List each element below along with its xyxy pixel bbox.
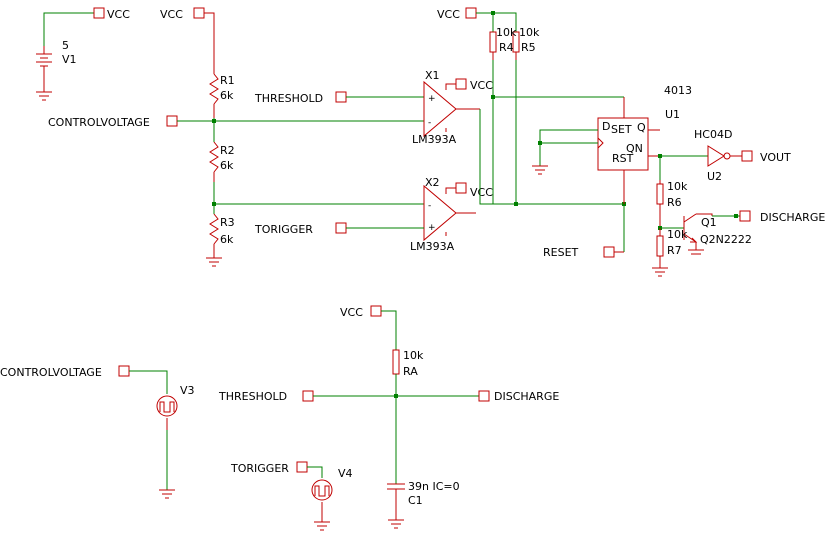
timing-threshold-label: THRESHOLD	[218, 390, 287, 403]
u2-ref: U2	[707, 170, 722, 183]
ra-value: 10k	[403, 349, 424, 362]
x1-vcc-label: VCC	[470, 79, 493, 92]
x1-ref: X1	[425, 69, 440, 82]
vout-label: VOUT	[760, 151, 791, 164]
u1-model: 4013	[664, 84, 692, 97]
inverter-u2	[707, 145, 753, 167]
q1-ref: Q1	[701, 216, 717, 229]
c1-ref: C1	[408, 494, 423, 507]
r6-value: 10k	[667, 180, 688, 193]
discharge-label: DISCHARGE	[760, 211, 825, 224]
u1-pin-rst: RST	[612, 152, 634, 165]
v4-torigger-label: TORIGGER	[230, 462, 289, 475]
svg-text:+: +	[428, 223, 436, 233]
r2-ref: R2	[220, 144, 235, 157]
pullup-vcc-label: VCC	[437, 8, 460, 21]
x1-model: LM393A	[412, 133, 457, 146]
r5-ref: R5	[521, 41, 536, 54]
v3-controlvoltage-label: CONTROLVOLTAGE	[0, 366, 102, 379]
timing-network	[302, 305, 490, 529]
v1-ref: V1	[62, 53, 77, 66]
timing-discharge-label: DISCHARGE	[494, 390, 559, 403]
q1-model: Q2N2222	[700, 233, 752, 246]
r4-ref: R4	[499, 41, 514, 54]
r6-ref: R6	[667, 196, 682, 209]
r7-value: 10k	[667, 228, 688, 241]
u1-pin-set: SET	[611, 123, 632, 136]
r7-ref: R7	[667, 244, 682, 257]
u1-ref: U1	[665, 108, 680, 121]
r4-value: 10k	[496, 26, 517, 39]
timing-vcc-label: VCC	[340, 306, 363, 319]
threshold-label: THRESHOLD	[254, 92, 323, 105]
source-v4	[296, 461, 333, 531]
torigger-label: TORIGGER	[254, 223, 313, 236]
x2-model: LM393A	[410, 240, 455, 253]
v1-value: 5	[62, 39, 69, 52]
reset-label: RESET	[543, 246, 579, 259]
source-v3	[118, 365, 178, 499]
divider-vcc-label: VCC	[160, 8, 183, 21]
ra-ref: RA	[403, 365, 418, 378]
x2-vcc-label: VCC	[470, 186, 493, 199]
svg-text:-: -	[428, 201, 431, 211]
pullup-network	[465, 7, 626, 206]
v1-battery	[36, 7, 105, 101]
u2-model: HC04D	[694, 128, 732, 141]
divider-network	[166, 7, 424, 267]
r1-value: 6k	[220, 89, 234, 102]
r1-ref: R1	[220, 74, 235, 87]
svg-text:+: +	[428, 94, 436, 104]
comparator-x2: - +	[335, 182, 476, 242]
r2-value: 6k	[220, 159, 234, 172]
r5-value: 10k	[519, 26, 540, 39]
v3-ref: V3	[180, 384, 195, 397]
r3-ref: R3	[220, 216, 235, 229]
x2-ref: X2	[425, 176, 440, 189]
comparator-x1: + -	[335, 78, 480, 138]
u1-pin-qn: QN	[626, 142, 643, 155]
discharge-stage	[652, 156, 751, 277]
u1-pin-d: D	[602, 120, 610, 133]
v4-ref: V4	[338, 467, 353, 480]
controlvoltage-label: CONTROLVOLTAGE	[48, 116, 150, 129]
v1-vcc-label: VCC	[107, 8, 130, 21]
r3-value: 6k	[220, 233, 234, 246]
c1-value: 39n IC=0	[408, 480, 460, 493]
svg-text:-: -	[428, 118, 431, 128]
u1-pin-q: Q	[637, 121, 646, 134]
